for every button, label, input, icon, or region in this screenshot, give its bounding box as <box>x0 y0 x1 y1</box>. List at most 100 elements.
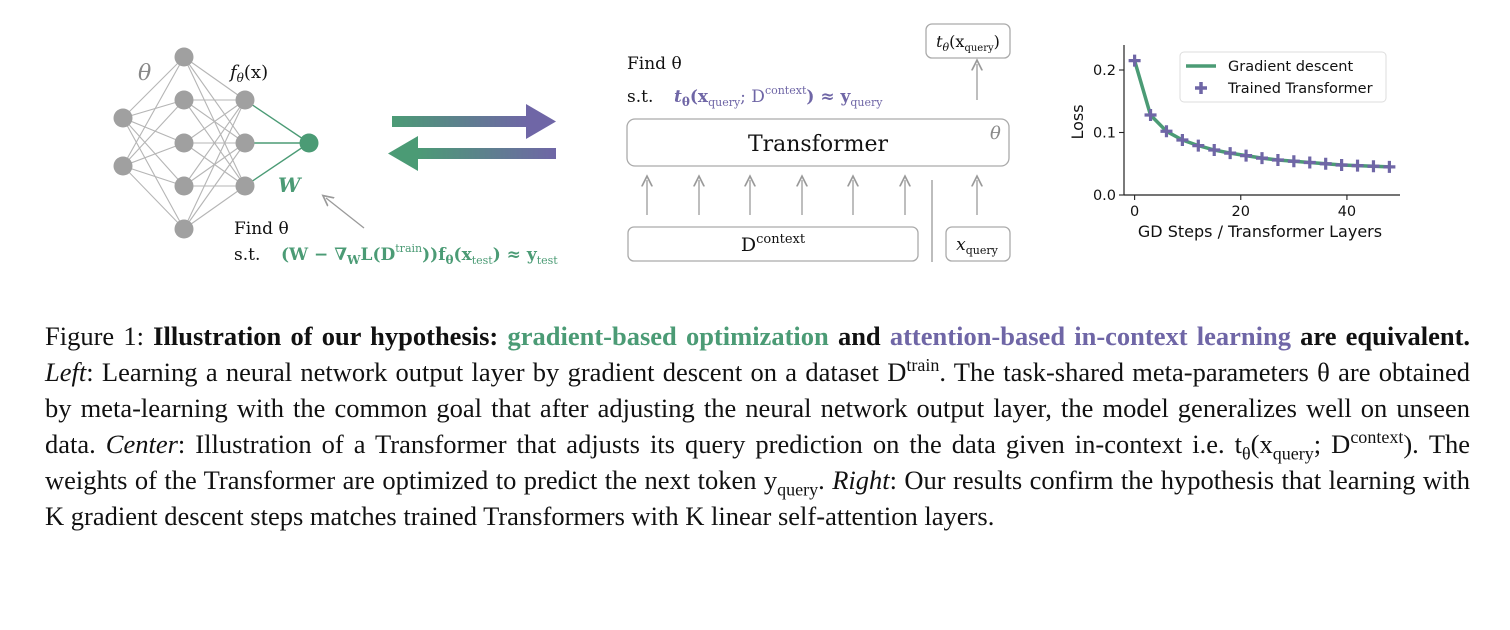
nn-node <box>174 133 194 153</box>
caption-right-text: : Our results confirm the hypothesis tha… <box>45 465 1471 531</box>
y-tick-label: 0.2 <box>1093 63 1116 79</box>
nn-nodes <box>113 47 255 239</box>
series-point-trained-transformer <box>1192 139 1205 152</box>
series-point-trained-transformer <box>1383 160 1396 173</box>
nn-w-label: W <box>278 173 303 197</box>
chart-legend: Gradient descent Trained Transformer <box>1179 51 1387 103</box>
output-box: tθ(xquery) <box>925 23 1011 59</box>
caption-fig-label: Figure 1: <box>45 321 144 351</box>
nn-node <box>113 108 133 128</box>
nn-output-node <box>299 133 319 153</box>
nn-node <box>174 219 194 239</box>
nn-edge <box>122 117 185 144</box>
series-point-trained-transformer <box>1351 159 1364 172</box>
transformer-label: Transformer <box>748 132 889 157</box>
chart-x-label: GD Steps / Transformer Layers <box>1138 222 1382 241</box>
right-arrow <box>392 104 556 139</box>
nn-node <box>235 90 255 110</box>
left-arrow <box>388 136 556 171</box>
chart-y-label: Loss <box>1068 104 1087 139</box>
caption-title-a: Illustration of our hypothesis: <box>153 321 499 351</box>
nn-edge <box>122 165 185 230</box>
left-constraint: (W − ∇WL(Dtrain))fθ(xtest) ≈ ytest <box>281 242 558 267</box>
nn-theta-label: θ <box>138 61 151 86</box>
nn-edge <box>183 142 246 230</box>
nn-edge <box>122 142 185 167</box>
nn-edge <box>122 99 185 119</box>
legend-plus-swatch <box>1195 82 1207 94</box>
series-point-trained-transformer <box>1367 160 1380 173</box>
nn-edge <box>122 117 185 187</box>
caption-center-text-4: ). The weights of the Transformer are op… <box>45 429 1471 495</box>
nn-node <box>174 90 194 110</box>
caption-left-text-1: : Learning a neural network output layer… <box>86 357 907 387</box>
caption-title-and: and <box>837 321 881 351</box>
transformer-theta: θ <box>990 123 1001 144</box>
series-point-trained-transformer <box>1144 109 1157 121</box>
x-tick-label: 40 <box>1338 204 1356 220</box>
caption-center-text-5: . <box>818 465 825 495</box>
svg-text:tθ(xquery): tθ(xquery) <box>936 32 1000 54</box>
caption-title-end: are equivalent. <box>1300 321 1471 351</box>
nn-edge <box>122 165 185 187</box>
nn-edges <box>122 56 246 230</box>
nn-node <box>235 133 255 153</box>
series-point-trained-transformer <box>1319 157 1332 170</box>
caption-right-label: Right <box>832 465 890 495</box>
nn-edge <box>122 56 185 119</box>
series-point-trained-transformer <box>1256 152 1268 165</box>
nn-edge <box>183 56 246 101</box>
series-point-trained-transformer <box>1208 144 1221 156</box>
left-st-label: s.t. <box>234 245 260 265</box>
center-find-label: Find θ <box>627 54 682 74</box>
series-point-trained-transformer <box>1128 54 1141 67</box>
legend-label-gd: Gradient descent <box>1228 59 1353 75</box>
query-box: xquery <box>945 226 1011 262</box>
caption-left-text-2: . The task-shared meta-parameters θ are … <box>45 357 1470 459</box>
nn-edge <box>183 99 246 230</box>
nn-output-edges <box>244 99 310 187</box>
series-point-trained-transformer <box>1287 155 1300 168</box>
left-find-label: Find θ <box>234 219 289 239</box>
series-point-trained-transformer <box>1160 125 1173 138</box>
series-point-trained-transformer <box>1271 154 1284 166</box>
caption-left-sup: train <box>906 355 940 376</box>
figure-illustration: θ fθ(x) W Find θ s.t. (W − ∇WL(Dtrain))f… <box>113 23 1400 267</box>
svg-text:Dcontext: Dcontext <box>741 232 806 256</box>
series-point-trained-transformer <box>1303 156 1316 169</box>
nn-output-edge <box>244 142 310 187</box>
y-tick-label: 0.1 <box>1093 126 1116 142</box>
transformer-box: Transformer θ <box>626 118 1010 167</box>
caption-center-t-sub: θ <box>1242 443 1251 464</box>
neural-network-diagram: θ fθ(x) W Find θ s.t. (W − ∇WL(Dtrain))f… <box>113 47 558 267</box>
caption-title-green: gradient-based optimization <box>507 321 829 351</box>
caption-title-purple: attention-based in-context learning <box>889 321 1291 351</box>
nn-edge <box>122 56 185 167</box>
nn-node <box>235 176 255 196</box>
svg-text:xquery: xquery <box>956 235 998 257</box>
nn-edge <box>122 99 185 167</box>
center-constraint: tθ(xquery; Dcontext) ≈ yquery <box>674 84 883 109</box>
caption-center-text-2: (x <box>1250 429 1273 459</box>
nn-node <box>174 47 194 67</box>
transformer-diagram: Find θ s.t. tθ(xquery; Dcontext) ≈ yquer… <box>626 23 1011 262</box>
input-arrows <box>647 180 977 215</box>
series-point-trained-transformer <box>1240 149 1253 162</box>
nn-pointer-arrow <box>326 198 365 229</box>
figure-caption: Figure 1: Illustration of our hypothesis… <box>45 318 1470 534</box>
nn-edge <box>183 185 246 230</box>
nn-edge <box>183 99 246 144</box>
caption-center-label: Center <box>105 429 178 459</box>
equivalence-arrows <box>388 104 556 171</box>
y-tick-label: 0.0 <box>1093 188 1116 204</box>
nn-output-edge <box>244 99 310 144</box>
caption-center-context-sup: context <box>1350 427 1404 448</box>
caption-left-label: Left <box>45 357 87 387</box>
nn-f-label: fθ(x) <box>228 62 268 85</box>
x-tick-label: 0 <box>1130 204 1139 220</box>
caption-center-query-sub: query <box>1272 443 1314 464</box>
nn-edge <box>122 117 185 230</box>
series-point-trained-transformer <box>1224 147 1237 160</box>
